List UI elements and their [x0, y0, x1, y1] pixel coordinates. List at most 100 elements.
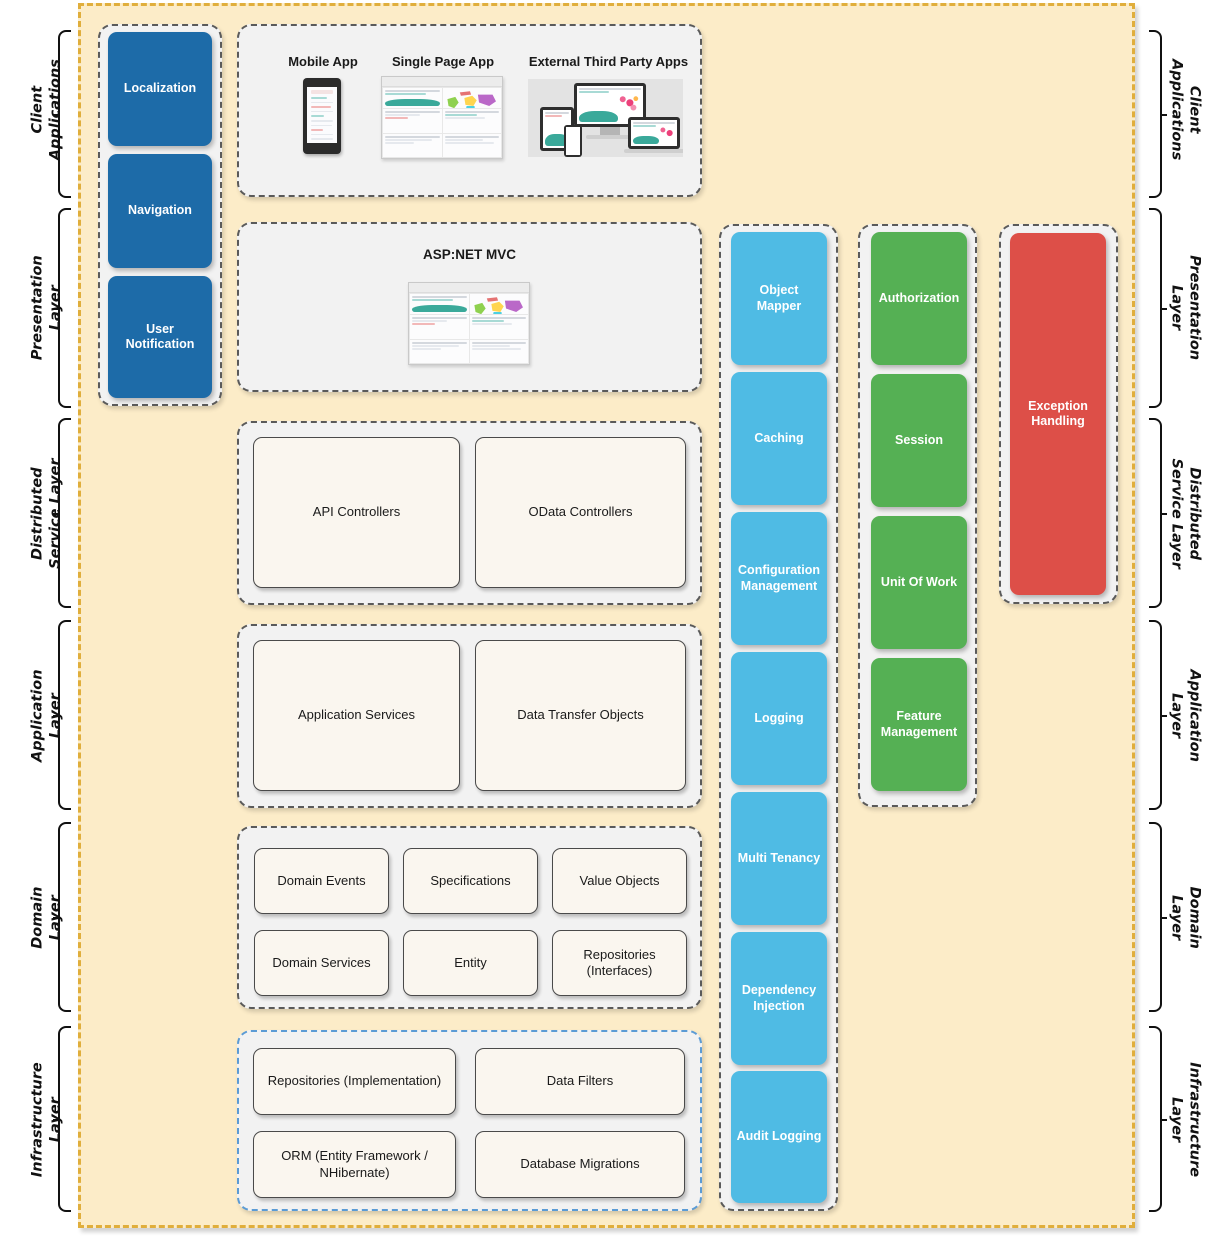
box-label: Domain Events: [277, 872, 366, 888]
tile-label: User Notification: [125, 321, 195, 351]
box-label: Specifications: [430, 872, 511, 888]
caption-mobile-app: Mobile App: [288, 54, 358, 69]
tile-multi-tenancy[interactable]: Multi Tenancy: [731, 792, 827, 925]
bracket-application-layer: [53, 620, 71, 810]
tile-label: Dependency Injection: [741, 983, 817, 1013]
tile-exception-handling[interactable]: Exception Handling: [1010, 233, 1106, 595]
tile-navigation[interactable]: Navigation: [108, 154, 212, 268]
box-label: OData Controllers: [528, 504, 633, 520]
bracket-right-application-layer: [1149, 620, 1167, 810]
external-third-party-apps-screenshot: [528, 79, 683, 157]
tile-caching[interactable]: Caching: [731, 372, 827, 505]
box-repositories-implementation[interactable]: Repositories (Implementation): [253, 1048, 456, 1115]
left-label-presentation-layer: Presentation Layer: [29, 255, 63, 361]
bracket-client-applications: [53, 30, 71, 198]
bracket-right-domain-layer: [1149, 822, 1167, 1012]
world-map-icon: [473, 297, 523, 315]
box-data-transfer-objects[interactable]: Data Transfer Objects: [475, 640, 686, 791]
tile-label: Unit Of Work: [880, 574, 958, 589]
box-label: Application Services: [297, 707, 416, 723]
mobile-app-screenshot: [303, 78, 341, 154]
tile-unit-of-work[interactable]: Unit Of Work: [871, 516, 967, 649]
tile-label: Caching: [754, 430, 804, 445]
browser-chrome: [409, 283, 529, 293]
left-label-application-layer: Application Layer: [29, 669, 63, 762]
box-label: Database Migrations: [520, 1156, 640, 1172]
dashboard-cell: [410, 294, 469, 315]
phone-screen-content: [307, 87, 337, 143]
bracket-right-distributed-service-layer: [1149, 418, 1167, 608]
right-label-presentation-layer: Presentation Layer: [1169, 255, 1203, 361]
dashboard-cell: [410, 315, 469, 339]
tile-user-notification[interactable]: User Notification: [108, 276, 212, 398]
tile-localization[interactable]: Localization: [108, 32, 212, 146]
dashboard-cell: [410, 339, 469, 363]
dashboard-cell: [383, 109, 442, 133]
box-label: ORM (Entity Framework / NHibernate): [281, 1148, 428, 1180]
tile-label: Localization: [123, 81, 197, 96]
tile-label: Logging: [754, 710, 804, 725]
box-label: Data Filters: [546, 1073, 614, 1089]
bracket-right-presentation-layer: [1149, 208, 1167, 408]
tile-authorization[interactable]: Authorization: [871, 232, 967, 365]
bracket-presentation-layer: [53, 208, 71, 408]
bracket-distributed-service-layer: [53, 418, 71, 608]
box-specifications[interactable]: Specifications: [403, 848, 538, 914]
dashboard-cell: [383, 133, 442, 157]
tile-label: Configuration Management: [738, 563, 820, 593]
world-map-icon: [660, 127, 673, 137]
dashboard-grid: [409, 293, 529, 364]
right-label-client-applications: Client Applications: [1169, 59, 1203, 161]
tile-label: Feature Management: [880, 709, 958, 739]
tile-label: Audit Logging: [736, 1129, 822, 1144]
caption-single-page-app: Single Page App: [391, 54, 495, 69]
box-label: API Controllers: [312, 504, 401, 520]
world-map-icon: [446, 91, 496, 109]
box-application-services[interactable]: Application Services: [253, 640, 460, 791]
tile-dependency-injection[interactable]: Dependency Injection: [731, 932, 827, 1065]
tile-logging[interactable]: Logging: [731, 652, 827, 785]
box-data-filters[interactable]: Data Filters: [475, 1048, 685, 1115]
box-api-controllers[interactable]: API Controllers: [253, 437, 460, 588]
box-domain-services[interactable]: Domain Services: [254, 930, 389, 996]
left-label-client-applications: Client Applications: [29, 59, 63, 161]
box-domain-events[interactable]: Domain Events: [254, 848, 389, 914]
left-label-distributed-service-layer: Distributed Service Layer: [29, 458, 63, 569]
tile-label: Authorization: [878, 290, 960, 305]
tile-session[interactable]: Session: [871, 374, 967, 507]
tile-label: Exception Handling: [1028, 398, 1088, 428]
tile-label: Session: [895, 432, 943, 447]
right-label-domain-layer: Domain Layer: [1169, 886, 1203, 949]
left-label-domain-layer: Domain Layer: [29, 886, 63, 949]
tile-label: Object Mapper: [756, 283, 802, 313]
box-label: Domain Services: [272, 954, 371, 970]
box-value-objects[interactable]: Value Objects: [552, 848, 687, 914]
tile-configuration-management[interactable]: Configuration Management: [731, 512, 827, 645]
tile-feature-management[interactable]: Feature Management: [871, 658, 967, 791]
box-entity[interactable]: Entity: [403, 930, 538, 996]
left-label-infrastructure-layer: Infrastructure Layer: [29, 1062, 63, 1178]
dashboard-cell-map: [442, 88, 501, 109]
world-map-icon: [620, 96, 639, 111]
bracket-domain-layer: [53, 822, 71, 1012]
box-orm[interactable]: ORM (Entity Framework / NHibernate): [253, 1131, 456, 1198]
dashboard-cell: [469, 315, 528, 339]
caption-external-third-party-apps: External Third Party Apps: [528, 54, 689, 69]
dashboard-cell: [383, 88, 442, 109]
box-label: Repositories (Implementation): [267, 1073, 442, 1089]
single-page-app-screenshot: [381, 76, 503, 159]
dashboard-cell: [469, 339, 528, 363]
caption-aspnet-mvc: ASP:NET MVC: [422, 247, 516, 262]
tile-audit-logging[interactable]: Audit Logging: [731, 1071, 827, 1203]
tile-label: Multi Tenancy: [737, 850, 821, 865]
bracket-infrastructure-layer: [53, 1026, 71, 1212]
dashboard-cell-map: [469, 294, 528, 315]
dashboard-cell: [442, 133, 501, 157]
box-database-migrations[interactable]: Database Migrations: [475, 1131, 685, 1198]
bracket-right-infrastructure-layer: [1149, 1026, 1167, 1212]
tile-object-mapper[interactable]: Object Mapper: [731, 232, 827, 365]
box-repositories-interfaces[interactable]: Repositories (Interfaces): [552, 930, 687, 996]
dashboard-grid: [382, 87, 502, 158]
box-odata-controllers[interactable]: OData Controllers: [475, 437, 686, 588]
